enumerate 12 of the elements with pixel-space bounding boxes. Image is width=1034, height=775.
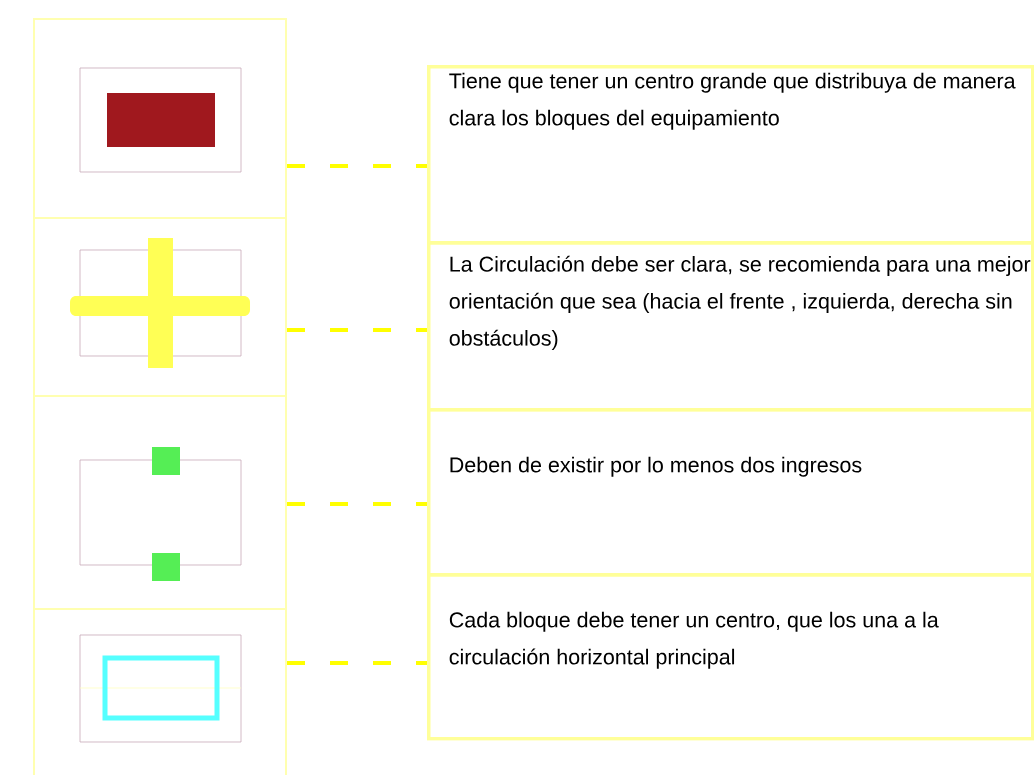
text-box: Cada bloque debe tener un centro, que los una a la circulación horizontal principal xyxy=(427,573,1034,741)
text-box: La Circulación debe ser clara, se recomienda para una mejor orientación que sea (hacia el frente , izquierda, derecha sin obstáculos) xyxy=(427,241,1034,412)
leader-line xyxy=(287,328,427,332)
leader-line xyxy=(287,502,427,506)
text-box: Tiene que tener un centro grande que distribuya de manera clara los bloques del equipamiento xyxy=(427,65,1034,245)
floor-plan-drawing xyxy=(33,608,287,775)
floor-plan-drawing xyxy=(33,18,287,219)
floor-plan-drawing xyxy=(33,217,287,397)
leader-line xyxy=(287,164,427,168)
floor-plan-drawing xyxy=(33,395,287,610)
leader-line xyxy=(287,661,427,665)
text-box: Deben de existir por lo menos dos ingresos xyxy=(427,408,1034,577)
